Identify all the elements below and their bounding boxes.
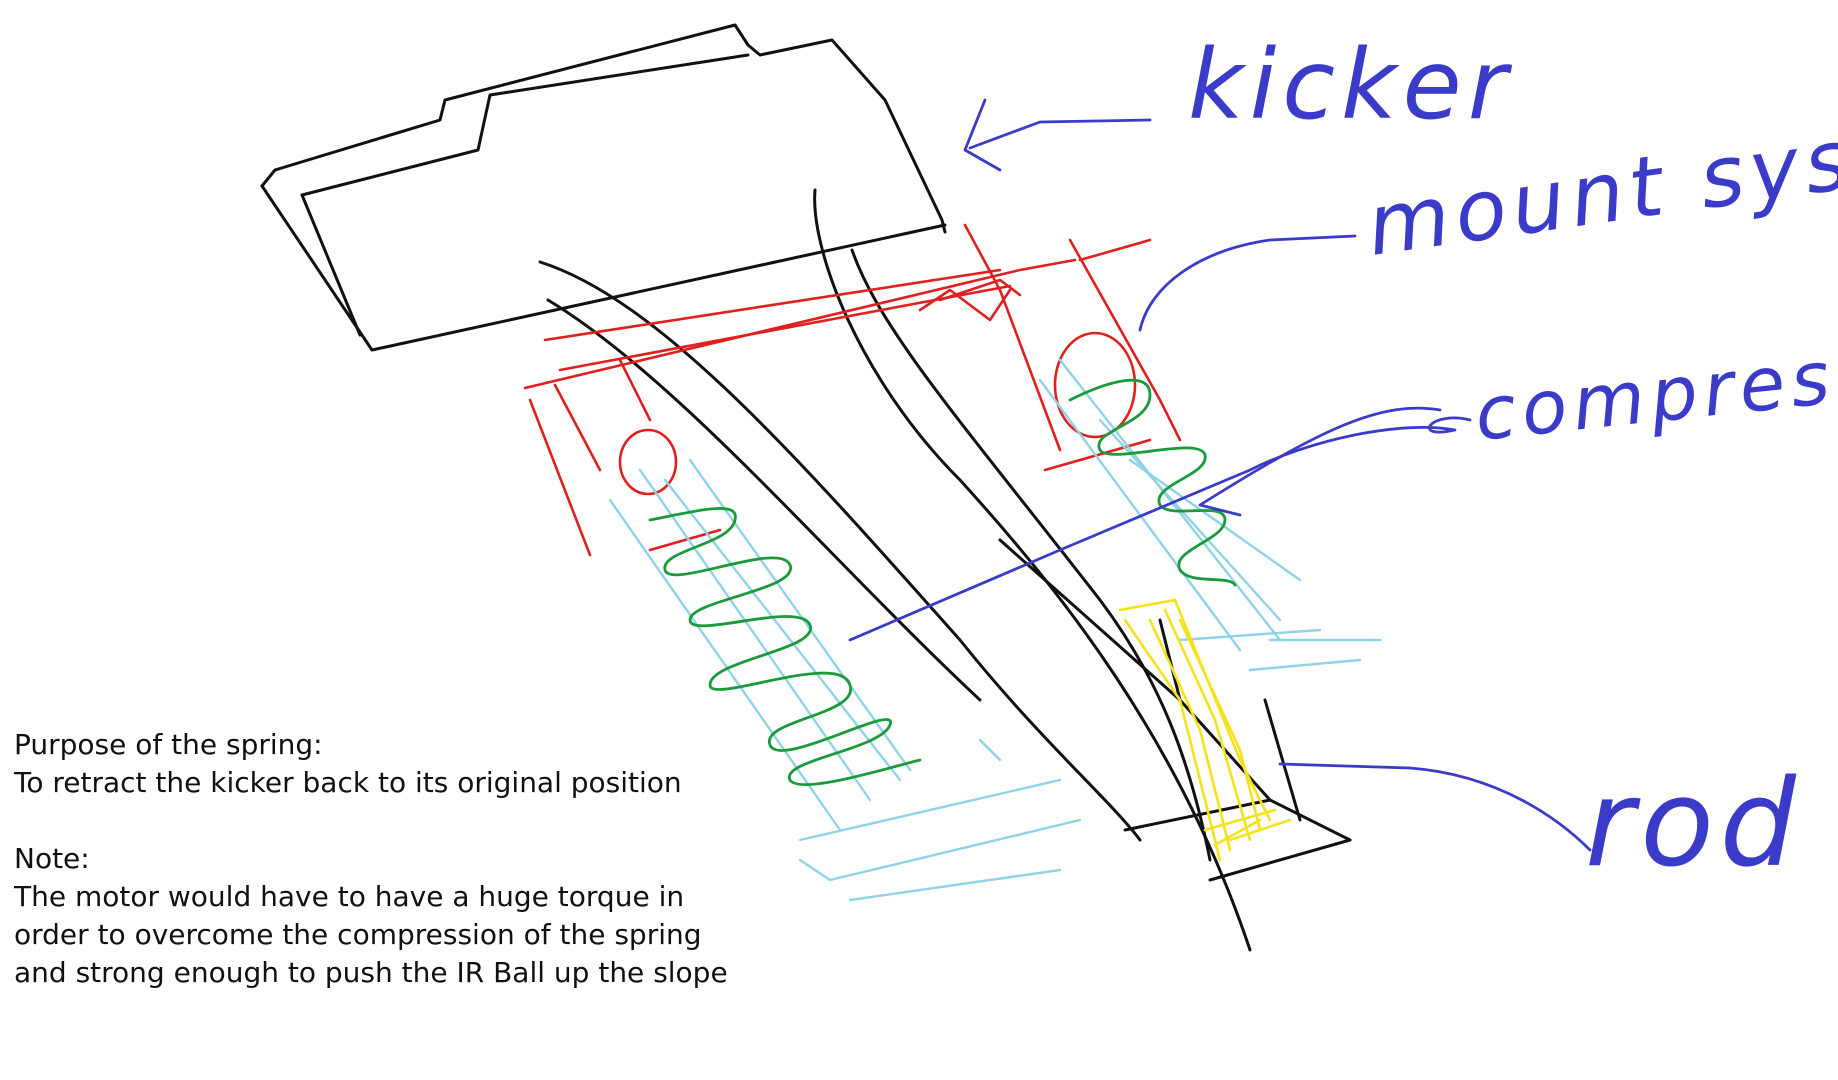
mount-system-arrow	[1140, 236, 1355, 330]
mount-system-drawing	[525, 225, 1180, 555]
mount-hole-right	[1055, 333, 1135, 437]
purpose-heading: Purpose of the spring:	[14, 726, 774, 764]
rod-label: rod	[1585, 755, 1802, 894]
note-line-3: and strong enough to push the IR Ball up…	[14, 954, 774, 992]
note-heading: Note:	[14, 840, 774, 878]
notes-block: Purpose of the spring: To retract the ki…	[14, 726, 774, 992]
spring-right	[1070, 380, 1235, 585]
purpose-text: To retract the kicker back to its origin…	[14, 764, 774, 802]
kicker-label: kicker	[1188, 29, 1513, 141]
note-line-1: The motor would have to have a huge torq…	[14, 878, 774, 916]
compression-springs-label-line: compression springs	[1471, 281, 1838, 458]
notes-spacer	[14, 802, 774, 840]
rod-arrow	[1280, 764, 1590, 850]
note-line-2: order to overcome the compression of the…	[14, 916, 774, 954]
kicker-arrow	[965, 100, 1150, 170]
compression-springs-label: compression springs	[1471, 281, 1838, 458]
